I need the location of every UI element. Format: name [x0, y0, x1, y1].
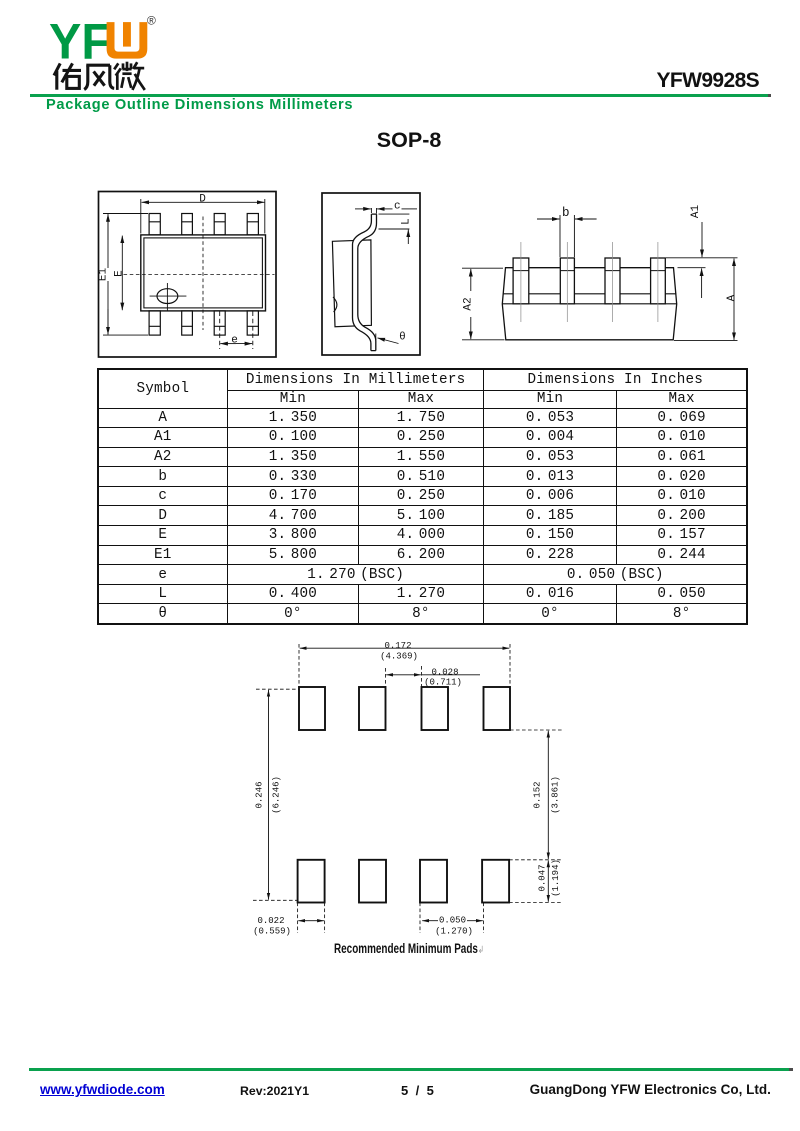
svg-text:0.050: 0.050 — [439, 916, 466, 926]
svg-text:0.152: 0.152 — [533, 781, 543, 808]
svg-text:0.246: 0.246 — [255, 781, 265, 808]
svg-text:E: E — [113, 270, 125, 277]
svg-text:0.022: 0.022 — [257, 916, 284, 926]
svg-text:(3.861): (3.861) — [551, 776, 561, 814]
svg-text:(1.194): (1.194) — [551, 859, 561, 897]
svg-text:0.028: 0.028 — [431, 667, 458, 677]
svg-text:θ: θ — [399, 332, 406, 344]
svg-text:0.172: 0.172 — [384, 641, 411, 651]
svg-text:(4.369): (4.369) — [380, 652, 418, 662]
svg-text:(0.711): (0.711) — [424, 678, 462, 688]
svg-text:0.047: 0.047 — [538, 864, 548, 891]
svg-text:YF: YF — [49, 14, 111, 70]
svg-text:D: D — [199, 193, 206, 205]
svg-text:c: c — [394, 201, 401, 213]
svg-text:(0.559): (0.559) — [253, 927, 291, 937]
svg-text:A2: A2 — [462, 297, 474, 310]
svg-text:A1: A1 — [690, 205, 702, 219]
svg-text:b: b — [562, 206, 570, 220]
svg-text:(6.246): (6.246) — [271, 776, 281, 814]
svg-text:E1: E1 — [97, 268, 109, 282]
svg-text:A: A — [726, 294, 738, 301]
svg-text:®: ® — [147, 14, 156, 28]
svg-text:e: e — [231, 335, 238, 347]
svg-text:(1.270): (1.270) — [435, 927, 473, 937]
svg-text:L: L — [401, 218, 413, 225]
